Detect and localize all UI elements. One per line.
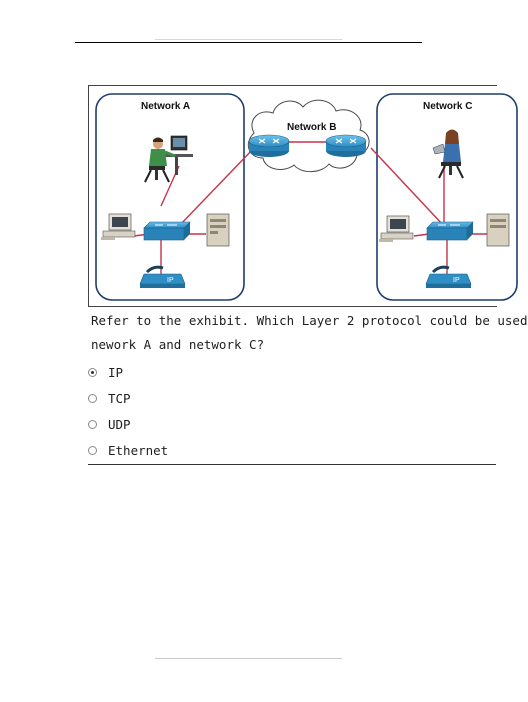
server-a-icon <box>206 213 230 247</box>
network-a-boundary <box>95 93 245 301</box>
option-ip-label: IP <box>108 364 124 380</box>
desktop-c-icon <box>379 215 414 242</box>
footer-line <box>155 658 342 659</box>
option-tcp[interactable]: TCP <box>88 385 496 411</box>
option-udp-label: UDP <box>108 416 131 432</box>
ip-phone-c-icon: IP <box>425 265 472 288</box>
question-line-1: Refer to the exhibit. Which Layer 2 prot… <box>91 313 528 328</box>
server-c-icon <box>486 213 510 247</box>
network-diagram: IP <box>95 93 518 301</box>
radio-ethernet[interactable] <box>88 445 97 455</box>
option-tcp-label: TCP <box>108 390 131 406</box>
network-c-label: Network C <box>423 101 472 112</box>
user-laptop-c-icon <box>432 129 464 179</box>
desktop-a-icon <box>101 213 136 240</box>
option-ethernet[interactable]: Ethernet <box>88 437 496 463</box>
question-line-2: nework A and network C? <box>91 337 265 352</box>
router-2-icon <box>325 134 367 157</box>
radio-tcp[interactable] <box>88 393 97 403</box>
network-links <box>133 141 487 274</box>
network-b-label: Network B <box>287 122 336 133</box>
header-faint-line <box>155 39 342 40</box>
ip-phone-a-label: IP <box>167 277 174 284</box>
switch-a-icon <box>143 221 191 241</box>
option-ethernet-label: Ethernet <box>108 442 169 458</box>
router-1-icon <box>248 134 290 157</box>
header-line <box>75 42 422 43</box>
option-ip[interactable]: IP <box>88 359 496 385</box>
ip-phone-a-icon: IP <box>139 265 186 288</box>
radio-udp[interactable] <box>88 419 97 429</box>
options-divider <box>88 464 496 465</box>
option-udp[interactable]: UDP <box>88 411 496 437</box>
network-c-boundary <box>376 93 518 301</box>
exhibit-figure: IP <box>88 85 518 307</box>
switch-c-icon <box>426 221 474 241</box>
question-text: Refer to the exhibit. Which Layer 2 prot… <box>91 309 528 357</box>
ip-phone-c-label: IP <box>453 277 460 284</box>
user-workstation-a-icon <box>144 135 193 183</box>
radio-ip[interactable] <box>88 367 97 377</box>
network-a-label: Network A <box>141 101 190 112</box>
